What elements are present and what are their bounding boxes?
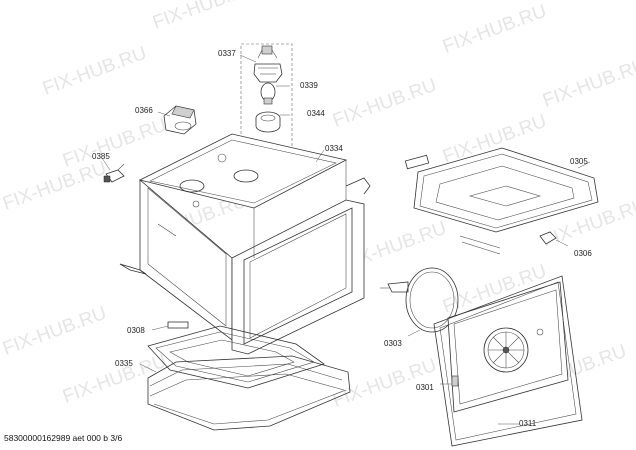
motor-part-0366 xyxy=(157,105,197,135)
lamp-assembly xyxy=(239,43,293,149)
part-label-0305: 0305 xyxy=(570,157,588,166)
part-label-0385: 0385 xyxy=(92,152,110,161)
lamp-socket-part-0344 xyxy=(255,111,281,133)
insulation-part-0335 xyxy=(139,355,351,431)
part-label-0339: 0339 xyxy=(300,81,318,90)
part-label-0301: 0301 xyxy=(416,383,434,392)
grill-element-part-0305 xyxy=(404,147,599,255)
switch-part-0385 xyxy=(101,157,125,183)
gasket-part-0311 xyxy=(433,275,583,447)
part-label-0366: 0366 xyxy=(135,106,153,115)
rear-panel-part-0301 xyxy=(440,281,569,413)
document-footer: 58300000162989 aet 000 b 3/6 xyxy=(4,433,123,443)
lamp-bulb-part-0339 xyxy=(260,82,276,105)
part-label-0344: 0344 xyxy=(307,109,325,118)
ring-heater-part-0303 xyxy=(380,267,459,337)
bracket-part-0306 xyxy=(539,231,569,247)
part-label-0337: 0337 xyxy=(218,49,236,58)
part-label-0308: 0308 xyxy=(127,326,145,335)
part-label-0306: 0306 xyxy=(574,249,592,258)
part-label-0334: 0334 xyxy=(325,144,343,153)
part-label-0311: 0311 xyxy=(519,419,537,428)
part-label-0303: 0303 xyxy=(384,339,402,348)
lamp-cover-part-0337 xyxy=(253,45,283,83)
oven-housing-part-0334 xyxy=(119,133,371,355)
part-label-0335: 0335 xyxy=(115,359,133,368)
